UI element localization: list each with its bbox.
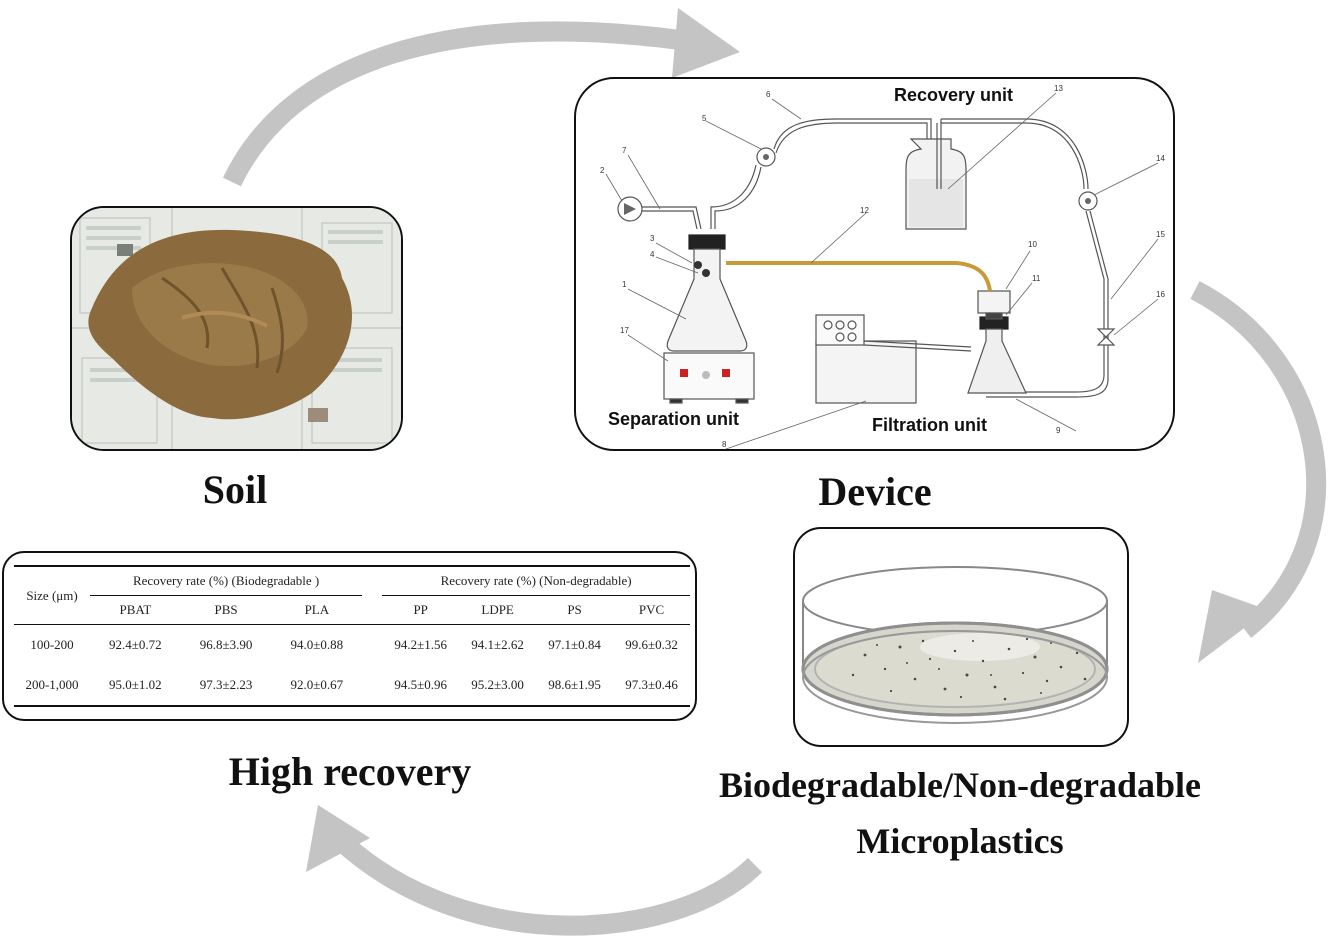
biodegradable-group-header: Recovery rate (%) (Biodegradable ) bbox=[90, 565, 363, 596]
part-number: 14 bbox=[1156, 154, 1165, 163]
transfer-tube bbox=[726, 261, 992, 292]
table-cell: 97.1±0.84 bbox=[548, 637, 601, 652]
arrowhead-right bbox=[1198, 590, 1268, 663]
recovery-table-panel: Size (μm) Recovery rate (%) (Biodegradab… bbox=[2, 551, 697, 721]
part-number: 17 bbox=[620, 326, 629, 335]
microplastics-caption-line1: Biodegradable/Non-degradable bbox=[718, 765, 1202, 805]
part-number: 7 bbox=[622, 146, 627, 155]
microplastics-photo-panel bbox=[793, 527, 1129, 747]
part-number: 11 bbox=[1032, 274, 1041, 283]
check-valve-icon bbox=[1096, 328, 1116, 346]
table-cell: 99.6±0.32 bbox=[625, 637, 678, 652]
table-cell: 92.0±0.67 bbox=[271, 665, 363, 707]
part-number: 2 bbox=[600, 166, 605, 175]
part-number: 3 bbox=[650, 234, 655, 243]
arrowhead-bottom bbox=[306, 805, 370, 872]
table-cell: 96.8±3.90 bbox=[199, 637, 253, 652]
column-header: PP bbox=[382, 595, 460, 625]
device-schematic: 2 7 3 4 1 5 6 12 13 14 15 16 10 11 9 8 1… bbox=[600, 84, 1165, 449]
arrow-device-to-microplastics bbox=[1190, 281, 1327, 638]
table-cell: 94.5±0.96 bbox=[382, 665, 460, 707]
recovery-table: Size (μm) Recovery rate (%) (Biodegradab… bbox=[14, 565, 690, 707]
part-number: 8 bbox=[722, 440, 727, 449]
column-header: PBS bbox=[180, 595, 272, 625]
recovery-unit-label: Recovery unit bbox=[894, 85, 1013, 105]
part-number: 13 bbox=[1054, 84, 1063, 93]
arrowhead-top bbox=[672, 8, 740, 78]
device-diagram-panel: 2 7 3 4 1 5 6 12 13 14 15 16 10 11 9 8 1… bbox=[574, 77, 1175, 451]
part-number: 10 bbox=[1028, 240, 1037, 249]
soil-image bbox=[72, 208, 401, 449]
table-row: 100-200 92.4±0.72 96.8±3.90 94.0±0.88 94… bbox=[14, 625, 690, 666]
filtration-flask bbox=[967, 328, 1027, 394]
table-cell: 97.3±2.23 bbox=[180, 665, 272, 707]
soil-caption: Soil bbox=[202, 467, 268, 512]
size-header: Size (μm) bbox=[14, 565, 90, 625]
part-number: 1 bbox=[622, 280, 627, 289]
table-cell: 94.1±2.62 bbox=[471, 637, 524, 652]
high-recovery-caption: High recovery bbox=[228, 749, 472, 794]
filter-funnel bbox=[977, 290, 1011, 314]
nondegradable-group-header: Recovery rate (%) (Non-degradable) bbox=[382, 565, 690, 596]
part-number: 16 bbox=[1156, 290, 1165, 299]
device-caption: Device bbox=[818, 469, 932, 514]
table-cell: 94.0±0.88 bbox=[290, 637, 344, 652]
table-cell: 92.4±0.72 bbox=[109, 637, 162, 652]
size-cell: 200-1,000 bbox=[14, 665, 90, 707]
column-header: LDPE bbox=[459, 595, 537, 625]
table-cell: 98.6±1.95 bbox=[536, 665, 614, 707]
table-row: 200-1,000 95.0±1.02 97.3±2.23 92.0±0.67 … bbox=[14, 665, 690, 707]
separation-flask bbox=[666, 248, 748, 352]
column-header: PVC bbox=[613, 595, 690, 625]
part-number: 4 bbox=[650, 250, 655, 259]
microplastics-caption-line2: Microplastics bbox=[856, 821, 1064, 861]
size-cell: 100-200 bbox=[30, 637, 74, 652]
filtration-unit-label: Filtration unit bbox=[872, 415, 987, 435]
table-cell: 94.2±1.56 bbox=[394, 637, 447, 652]
part-number: 12 bbox=[860, 206, 869, 215]
microplastic-particles bbox=[851, 637, 1087, 701]
table-cell: 95.0±1.02 bbox=[90, 665, 181, 707]
arrow-soil-to-device bbox=[222, 21, 682, 187]
soil-photo-panel bbox=[70, 206, 403, 451]
column-header: PLA bbox=[271, 595, 363, 625]
table-cell: 97.3±0.46 bbox=[613, 665, 690, 707]
vacuum-pump bbox=[815, 340, 917, 404]
separation-unit-label: Separation unit bbox=[608, 409, 739, 429]
part-number: 5 bbox=[702, 114, 707, 123]
part-number: 15 bbox=[1156, 230, 1165, 239]
table-cell: 95.2±3.00 bbox=[459, 665, 537, 707]
column-header: PS bbox=[536, 595, 614, 625]
part-number: 9 bbox=[1056, 426, 1061, 435]
part-number: 6 bbox=[766, 90, 771, 99]
column-header: PBAT bbox=[90, 595, 181, 625]
arrow-microplastics-to-recovery bbox=[333, 832, 763, 936]
petri-dish-image bbox=[801, 566, 1109, 724]
